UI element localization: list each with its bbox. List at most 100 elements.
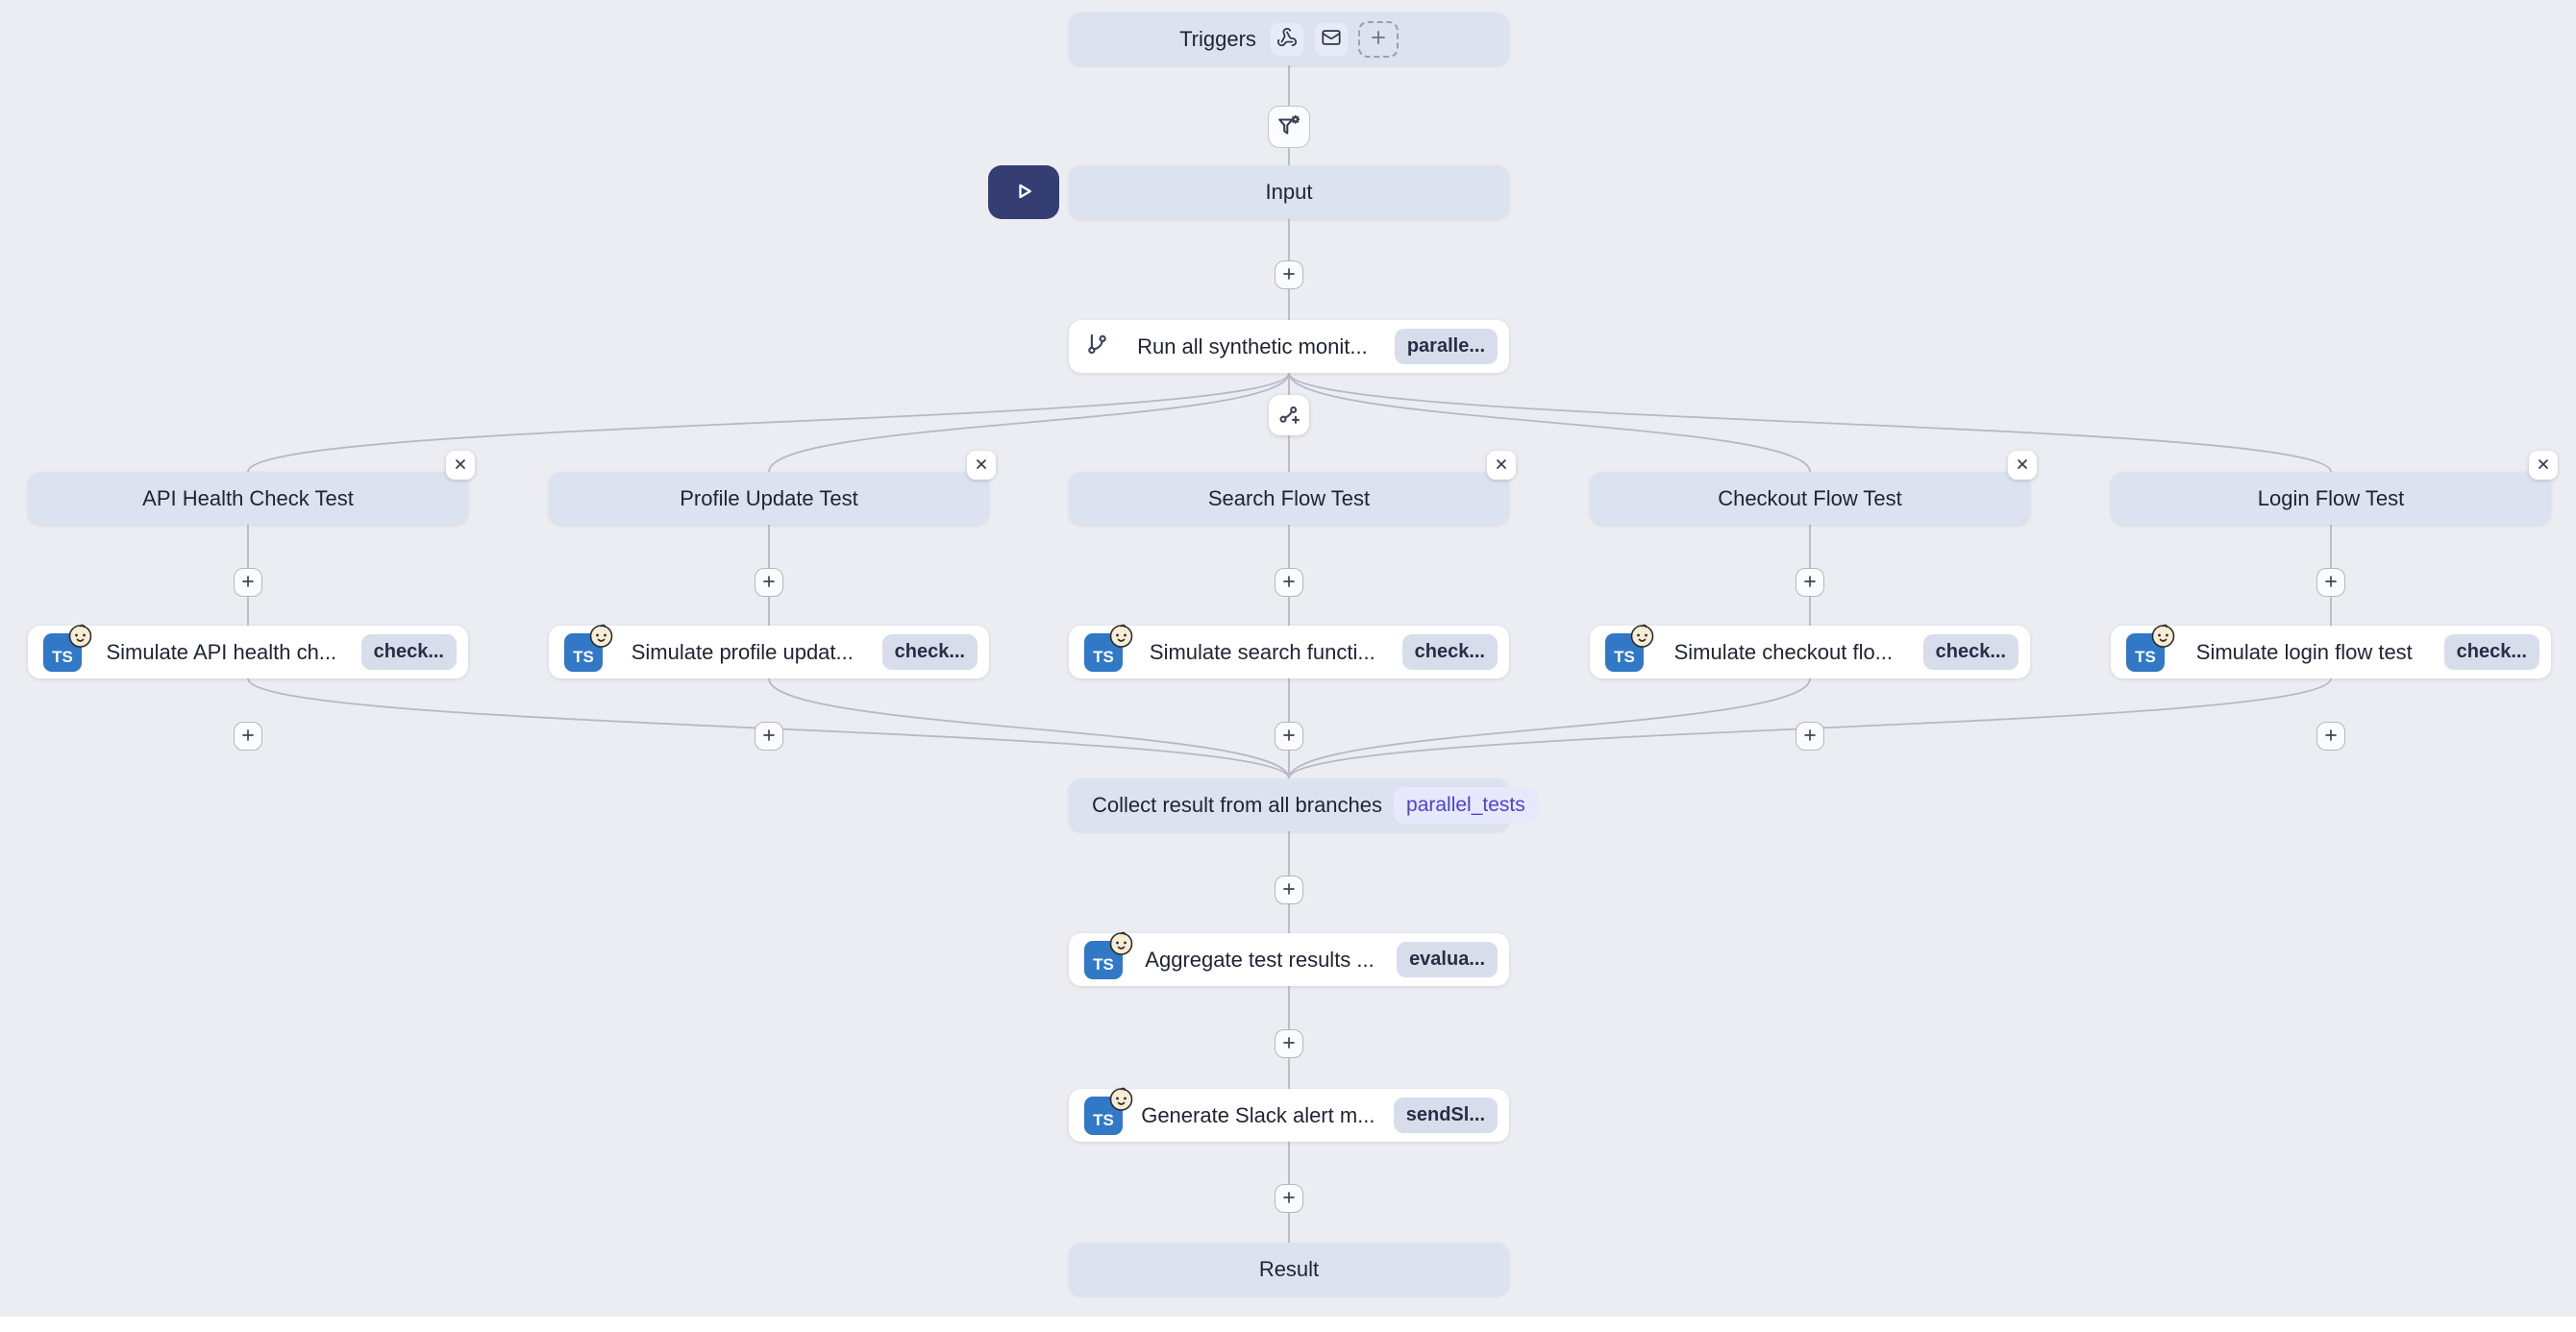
add-step-button[interactable]	[1275, 876, 1303, 904]
typescript-icon: TS	[1084, 624, 1133, 672]
code-step-node[interactable]: TS Simulate profile updat... check...	[549, 623, 989, 678]
add-trigger-icon	[1369, 28, 1388, 50]
add-step-button[interactable]	[1275, 1029, 1303, 1058]
bottom-strip	[0, 1317, 2576, 1332]
collect-results-node[interactable]: Collect result from all branches paralle…	[1069, 778, 1538, 831]
plus-icon	[1802, 574, 1818, 592]
step-label: Simulate login flow test	[2195, 639, 2413, 664]
plus-icon	[1281, 728, 1297, 746]
aggregate-step-node[interactable]: TS Aggregate test results ... evalua...	[1069, 931, 1509, 986]
code-step-node[interactable]: TS Simulate login flow test check...	[2111, 623, 2551, 678]
baby-face-icon	[588, 623, 614, 654]
step-label: Run all synthetic monit...	[1137, 333, 1368, 358]
run-synthetic-step-node[interactable]: Run all synthetic monit... paralle...	[1069, 320, 1509, 373]
branch-title: Checkout Flow Test	[1718, 485, 1902, 510]
add-step-button[interactable]	[1275, 722, 1303, 751]
add-step-button[interactable]	[1796, 568, 1824, 597]
branch-header-login-flow[interactable]: Login Flow Test	[2111, 472, 2551, 525]
add-step-button[interactable]	[1275, 260, 1303, 289]
result-label: Result	[1258, 1256, 1320, 1281]
close-icon	[974, 456, 989, 475]
plus-icon	[1281, 881, 1297, 900]
step-badge: evalua...	[1397, 942, 1498, 977]
add-step-button[interactable]	[2316, 722, 2345, 751]
add-step-button[interactable]	[2316, 568, 2345, 597]
code-step-node[interactable]: TS Simulate API health ch... check...	[28, 624, 468, 678]
remove-branch-button[interactable]	[967, 451, 996, 480]
typescript-icon: TS	[1084, 931, 1133, 979]
split-branches-node[interactable]	[1269, 395, 1309, 435]
close-icon	[453, 456, 468, 475]
branch-header-api-health[interactable]: API Health Check Test	[28, 472, 468, 525]
plus-icon	[2323, 574, 2339, 592]
collect-label: Collect result from all branches	[1092, 792, 1383, 817]
remove-branch-button[interactable]	[1487, 451, 1516, 480]
plus-icon	[1802, 728, 1818, 746]
remove-branch-button[interactable]	[2008, 451, 2037, 480]
triggers-label: Triggers	[1179, 26, 1256, 51]
branch-title: Login Flow Test	[2257, 485, 2405, 510]
input-node[interactable]: Input	[1069, 165, 1509, 219]
step-badge: check...	[2443, 634, 2539, 670]
typescript-icon: TS	[1084, 1087, 1133, 1135]
branch-header-search-flow[interactable]: Search Flow Test	[1069, 472, 1509, 525]
plus-icon	[1281, 1190, 1297, 1208]
webhook-trigger-button[interactable]	[1269, 21, 1304, 57]
mail-icon	[1321, 27, 1342, 51]
baby-face-icon	[67, 623, 93, 654]
play-icon	[1010, 178, 1037, 208]
branch-header-checkout-flow[interactable]: Checkout Flow Test	[1590, 472, 2030, 525]
add-trigger-button[interactable]	[1357, 20, 1399, 58]
add-step-button[interactable]	[1275, 1184, 1303, 1213]
add-step-button[interactable]	[755, 722, 783, 751]
add-step-button[interactable]	[1275, 568, 1303, 597]
typescript-icon: TS	[1605, 624, 1654, 672]
add-step-button[interactable]	[234, 722, 262, 751]
typescript-icon: TS	[43, 624, 92, 672]
close-icon	[2015, 456, 2030, 475]
step-label: Generate Slack alert m...	[1141, 1102, 1375, 1127]
step-label: Aggregate test results ...	[1145, 947, 1375, 972]
branch-title: Search Flow Test	[1207, 485, 1371, 510]
result-node[interactable]: Result	[1069, 1243, 1509, 1295]
baby-face-icon	[1108, 1086, 1134, 1117]
webhook-icon	[1276, 27, 1298, 51]
add-step-button[interactable]	[1796, 722, 1824, 751]
baby-face-icon	[2150, 623, 2176, 654]
step-badge: check...	[1922, 634, 2019, 670]
code-step-node[interactable]: TS Simulate search functi... check...	[1069, 624, 1509, 678]
step-label: Simulate checkout flo...	[1673, 639, 1894, 664]
baby-face-icon	[1108, 930, 1134, 961]
add-step-button[interactable]	[234, 568, 262, 597]
filter-settings-icon	[1276, 113, 1301, 141]
triggers-node[interactable]: Triggers	[1069, 12, 1509, 65]
remove-branch-button[interactable]	[2529, 451, 2558, 480]
code-step-node[interactable]: TS Simulate checkout flo... check...	[1590, 624, 2030, 678]
collect-ref-badge: parallel_tests	[1394, 786, 1538, 824]
close-icon	[2536, 456, 2551, 475]
step-badge: paralle...	[1394, 329, 1498, 364]
plus-icon	[1281, 266, 1297, 284]
slack-alert-step-node[interactable]: TS Generate Slack alert m... sendSl...	[1069, 1087, 1509, 1142]
remove-branch-button[interactable]	[446, 451, 475, 480]
add-step-button[interactable]	[755, 568, 783, 597]
plus-icon	[1281, 1035, 1297, 1053]
branch-icon	[1084, 332, 1110, 362]
baby-face-icon	[1108, 623, 1134, 654]
step-badge: check...	[1401, 634, 1498, 670]
step-badge: check...	[360, 634, 457, 670]
plus-icon	[240, 728, 256, 746]
step-label: Simulate search functi...	[1149, 639, 1375, 664]
close-icon	[1494, 456, 1509, 475]
step-badge: check...	[881, 634, 978, 670]
plus-icon	[761, 728, 777, 746]
split-add-icon	[1276, 402, 1301, 430]
branch-header-profile-update[interactable]: Profile Update Test	[549, 472, 989, 525]
trigger-filter-node[interactable]	[1268, 106, 1310, 148]
email-trigger-button[interactable]	[1313, 21, 1349, 57]
step-badge: sendSl...	[1393, 1098, 1498, 1133]
plus-icon	[761, 574, 777, 592]
run-workflow-button[interactable]	[988, 165, 1059, 219]
branch-title: Profile Update Test	[680, 485, 858, 510]
